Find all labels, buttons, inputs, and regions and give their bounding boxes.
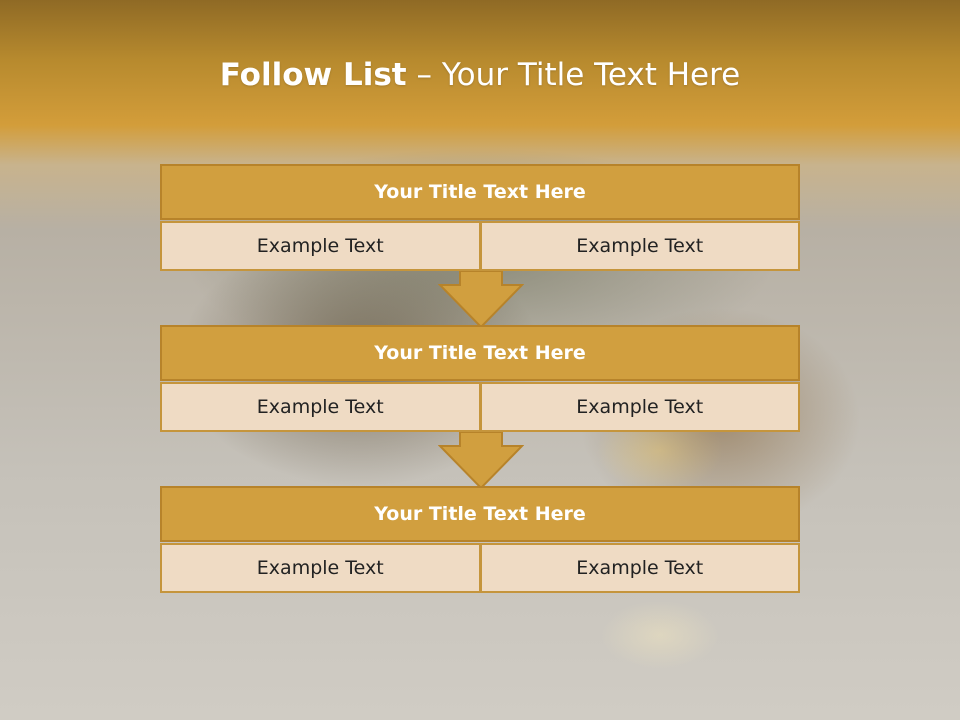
block-cell-left: Example Text [160, 382, 481, 432]
title-bold-part: Follow List [219, 57, 407, 93]
list-block-3: Your Title Text Here Example Text Exampl… [160, 486, 800, 593]
block-cell-right: Example Text [480, 221, 800, 271]
water-reflection [600, 600, 720, 670]
block-cell-left: Example Text [160, 221, 481, 271]
block-title: Your Title Text Here [160, 486, 800, 542]
block-title: Your Title Text Here [160, 325, 800, 381]
title-subtitle-part: – Your Title Text Here [406, 57, 741, 93]
block-cell-left: Example Text [160, 543, 481, 593]
slide-title: Follow List – Your Title Text Here [0, 52, 960, 98]
block-row: Example Text Example Text [160, 221, 800, 271]
block-title: Your Title Text Here [160, 164, 800, 220]
list-block-2: Your Title Text Here Example Text Exampl… [160, 325, 800, 432]
block-cell-right: Example Text [480, 382, 800, 432]
down-arrow-icon [438, 271, 524, 329]
block-row: Example Text Example Text [160, 382, 800, 432]
block-row: Example Text Example Text [160, 543, 800, 593]
block-cell-right: Example Text [480, 543, 800, 593]
list-block-1: Your Title Text Here Example Text Exampl… [160, 164, 800, 271]
down-arrow-icon [438, 432, 524, 490]
